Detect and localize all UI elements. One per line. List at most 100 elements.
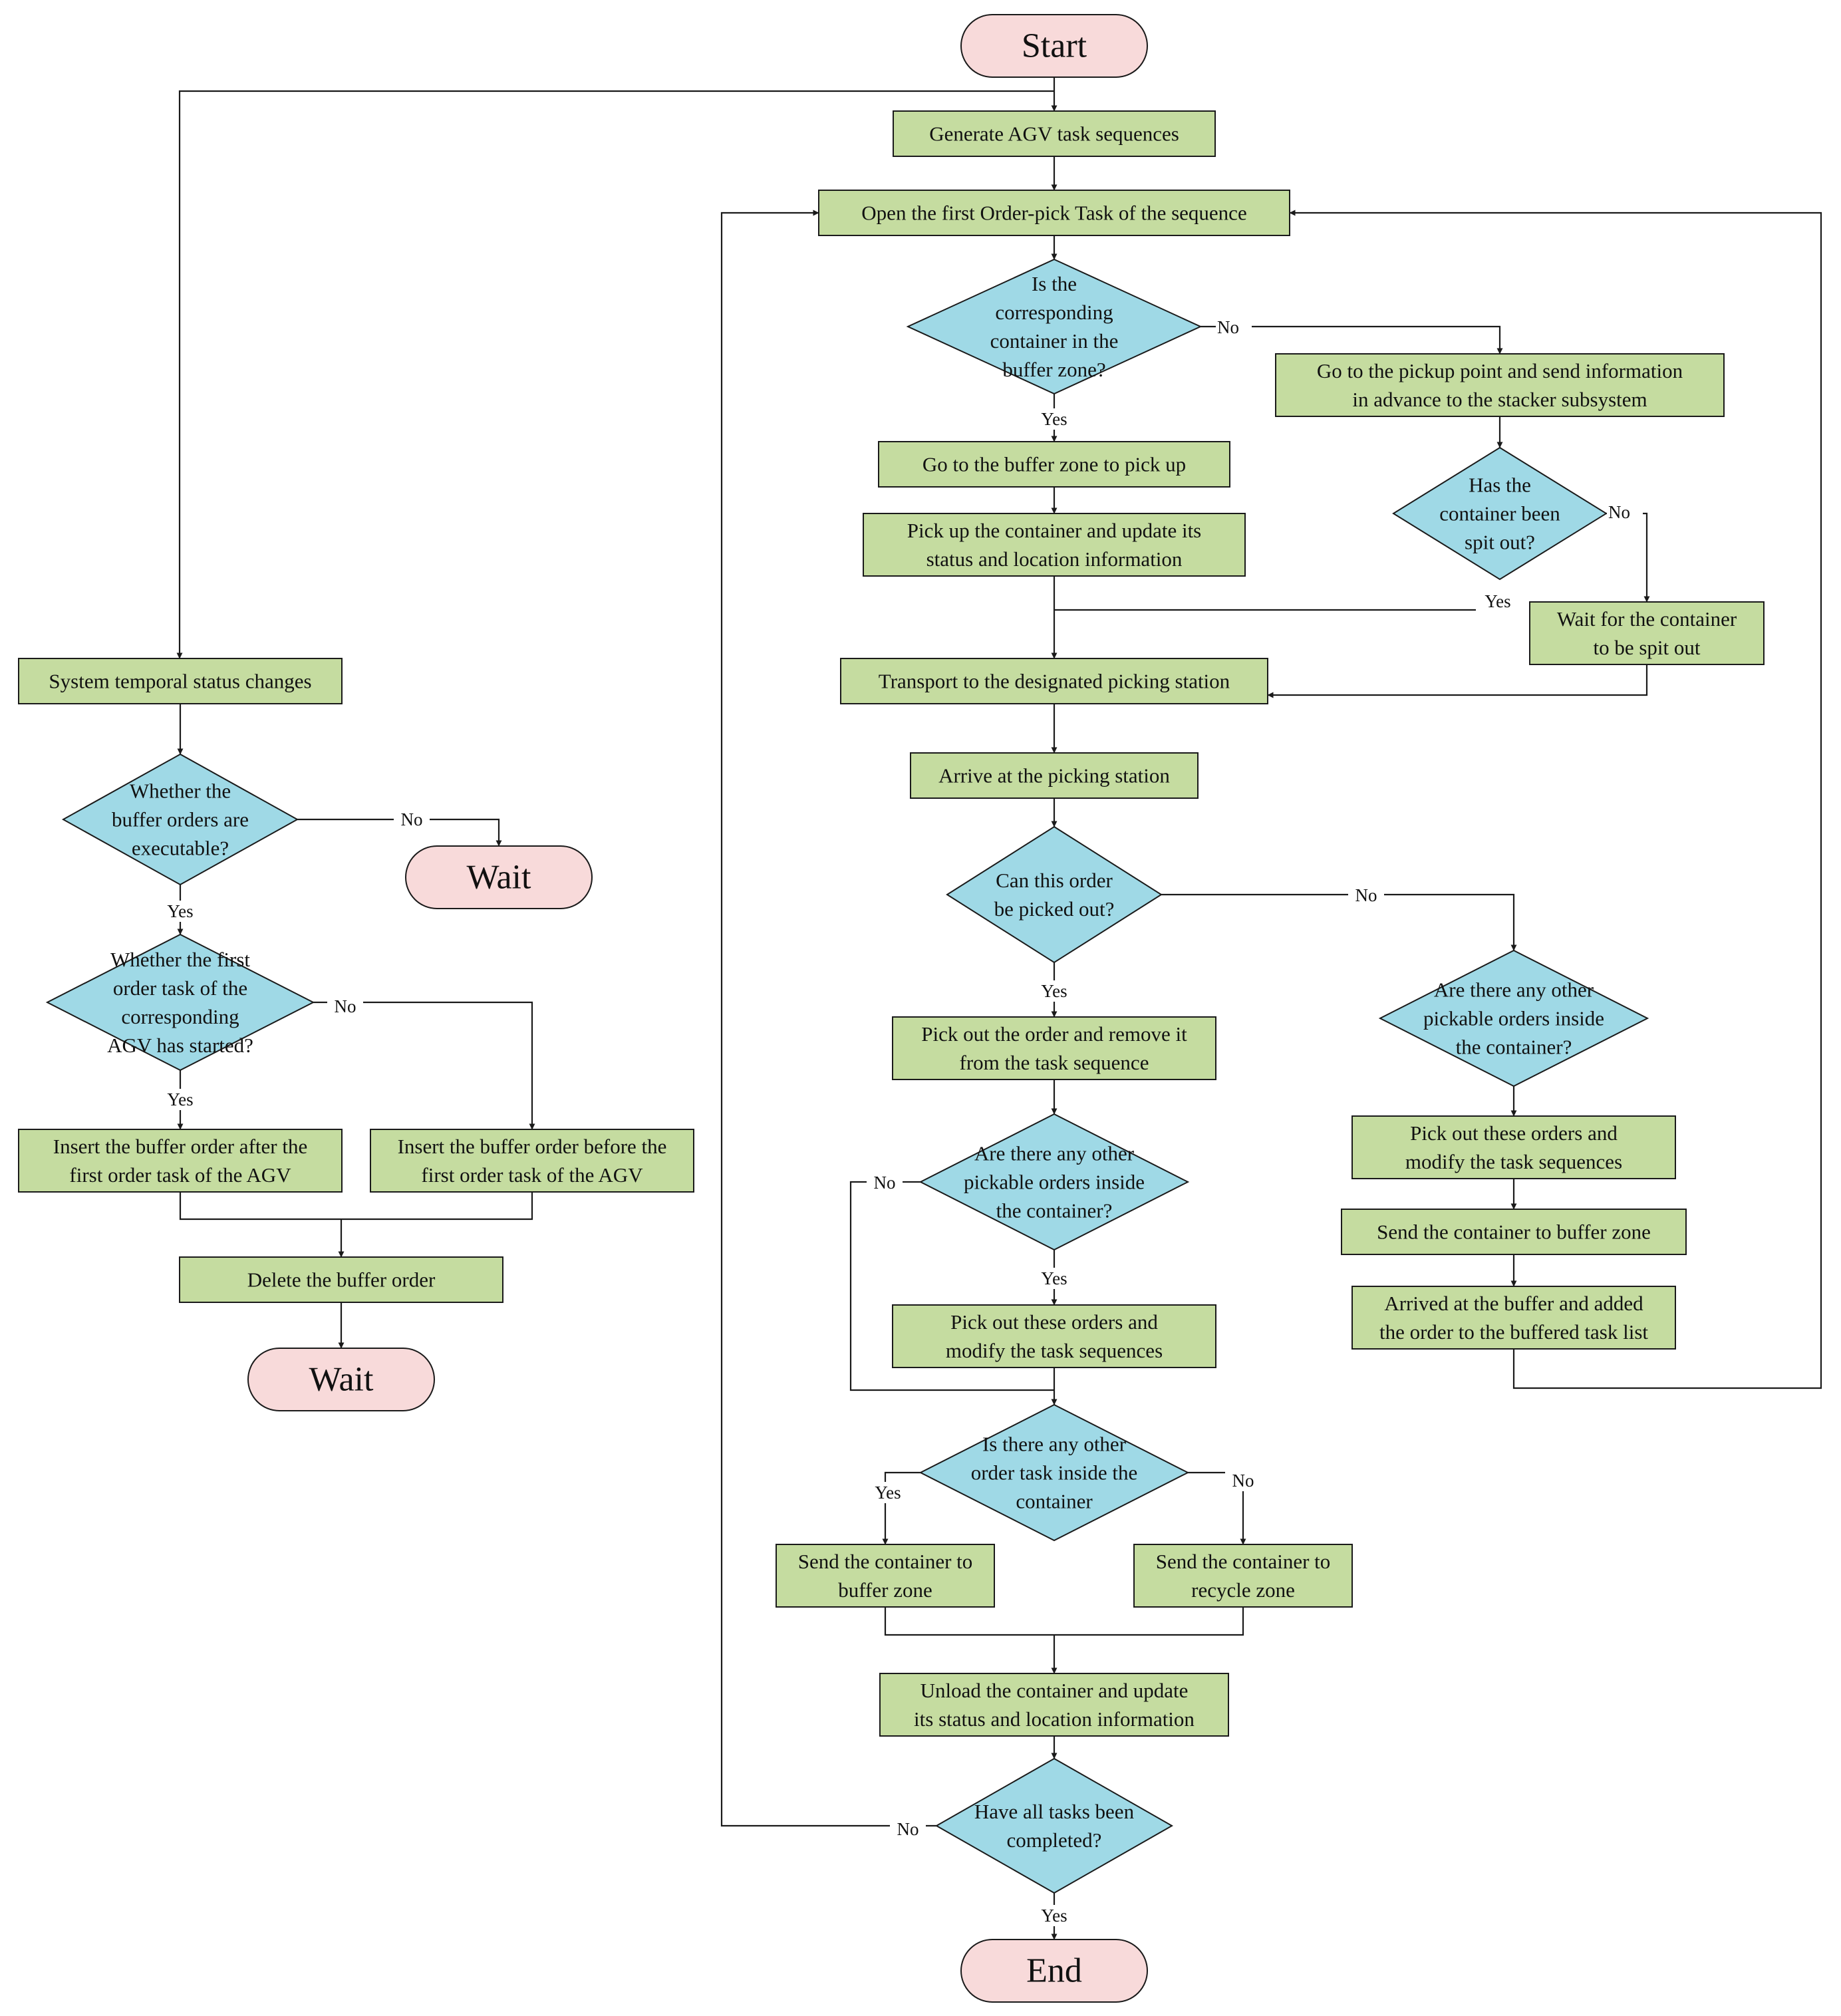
edge-label-other-left-yes: Yes bbox=[1041, 1268, 1067, 1288]
node-text-line: Wait for the container bbox=[1557, 607, 1737, 631]
d-first-started-decision: Whether the first order task of the corres… bbox=[45, 933, 315, 1072]
connectors bbox=[176, 77, 1822, 1940]
transport-step: Transport to the designated picking stat… bbox=[840, 658, 1268, 704]
edge-label-bg bbox=[394, 809, 430, 830]
node-text-line: pickable orders inside bbox=[1423, 1007, 1604, 1030]
node-text-line: the order to the buffered task list bbox=[1379, 1320, 1648, 1344]
decision-diamond bbox=[919, 1403, 1190, 1542]
edge-label-bg bbox=[1607, 502, 1643, 523]
node-text-line: order task of the bbox=[113, 976, 247, 1000]
node-text-line: be picked out? bbox=[994, 897, 1115, 921]
edge-label-first-started-no: No bbox=[335, 996, 356, 1016]
terminal-box bbox=[960, 1939, 1148, 2003]
process-box bbox=[1275, 353, 1725, 417]
pick-update-step: Pick up the container and update itsstat… bbox=[863, 513, 1246, 577]
process-box bbox=[18, 1129, 343, 1193]
node-text-line: Send the container to buffer zone bbox=[1377, 1221, 1651, 1244]
node-text-line: AGV has started? bbox=[107, 1034, 253, 1057]
send-buffer-right-step: Send the container to buffer zone bbox=[1341, 1209, 1687, 1255]
process-box bbox=[776, 1544, 995, 1608]
edge-label-bg bbox=[1036, 1905, 1072, 1926]
spit-no bbox=[1606, 512, 1650, 603]
wait-spit-to-transport bbox=[1267, 664, 1648, 698]
process-box bbox=[878, 441, 1230, 488]
node-text-line: Pick out the order and remove it bbox=[921, 1022, 1187, 1046]
decision-diamond bbox=[1378, 949, 1649, 1087]
node-text-line: Transport to the designated picking stat… bbox=[879, 670, 1230, 693]
wait-2-terminal: Wait bbox=[247, 1348, 435, 1411]
node-text-line: Send the container to bbox=[1156, 1550, 1331, 1573]
process-box bbox=[370, 1129, 694, 1193]
edge-label-all-done-no: No bbox=[897, 1819, 919, 1839]
node-text-line: pickable orders inside bbox=[964, 1171, 1145, 1194]
decision-diamond bbox=[61, 753, 299, 886]
edge-label-spit-yes: Yes bbox=[1485, 591, 1510, 611]
d-can-pick-decision: Can this order be picked out? bbox=[946, 825, 1163, 964]
node-text-line: Pick up the container and update its bbox=[907, 519, 1202, 542]
other-task-yes bbox=[882, 1471, 920, 1545]
edge-label-bg bbox=[1036, 980, 1072, 1002]
node-text-line: modify the task sequences bbox=[946, 1339, 1163, 1362]
decision-diamond bbox=[919, 1113, 1190, 1251]
edge-label-all-done-yes: Yes bbox=[1041, 1906, 1067, 1926]
terminal-box bbox=[960, 14, 1148, 78]
node-text-line: Can this order bbox=[996, 869, 1113, 892]
node-text-line: Wait bbox=[309, 1361, 374, 1399]
edge-label-bg bbox=[870, 1482, 906, 1503]
edge-label-bg bbox=[1036, 1268, 1072, 1289]
node-text-line: container bbox=[1016, 1490, 1093, 1513]
node-text-line: System temporal status changes bbox=[49, 670, 311, 693]
process-box bbox=[863, 513, 1246, 577]
node-text-line: order task inside the bbox=[971, 1461, 1138, 1485]
node-text-line: completed? bbox=[1007, 1828, 1102, 1852]
process-box bbox=[840, 658, 1268, 704]
can-pick-no bbox=[1161, 893, 1517, 951]
wait-1-terminal: Wait bbox=[405, 845, 593, 909]
node-text-line: Insert the buffer order before the bbox=[398, 1135, 667, 1158]
node-text-line: the container? bbox=[996, 1199, 1113, 1223]
edge-label-bg bbox=[890, 1818, 926, 1840]
edge-label-bg bbox=[327, 996, 363, 1017]
node-text-line: Whether the bbox=[130, 780, 231, 803]
node-text-line: first order task of the AGV bbox=[69, 1163, 291, 1187]
insert-before-step: Insert the buffer order before the first … bbox=[370, 1129, 694, 1193]
edge-label-bg bbox=[1225, 1470, 1261, 1491]
decision-diamond bbox=[934, 1757, 1174, 1894]
node-text-line: Unload the container and update bbox=[920, 1679, 1189, 1702]
node-text-line: its status and location information bbox=[914, 1707, 1195, 1731]
node-text-line: Have all tasks been bbox=[974, 1800, 1135, 1823]
end-terminal: End bbox=[960, 1939, 1148, 2003]
edge-label-in-buffer-no: No bbox=[1217, 317, 1239, 337]
process-box bbox=[892, 1016, 1216, 1080]
generate-step: Generate AGV task sequences bbox=[893, 110, 1216, 157]
edge-label-bg bbox=[867, 1172, 903, 1193]
go-buffer-step: Go to the buffer zone to pick up bbox=[878, 441, 1230, 488]
node-text-line: Wait bbox=[467, 859, 531, 897]
node-text-line: End bbox=[1026, 1952, 1082, 1990]
edge-label-bg bbox=[162, 1089, 198, 1110]
node-text-line: Is there any other bbox=[982, 1433, 1127, 1456]
edge-label-bg bbox=[1216, 317, 1252, 338]
node-text-line: buffer zone bbox=[838, 1578, 932, 1602]
in-buffer-no bbox=[1201, 325, 1503, 355]
edge-label-in-buffer-yes: Yes bbox=[1041, 409, 1067, 429]
node-text-line: corresponding bbox=[995, 301, 1113, 324]
edge-label-first-started-yes: Yes bbox=[167, 1089, 193, 1109]
pick-remove-step: Pick out the order and remove it from the… bbox=[892, 1016, 1216, 1080]
loop-to-system-status bbox=[176, 90, 1054, 659]
process-box bbox=[1529, 601, 1765, 665]
node-text-line: in advance to the stacker subsystem bbox=[1352, 388, 1647, 411]
node-text-line: first order task of the AGV bbox=[421, 1163, 643, 1187]
node-text-line: corresponding bbox=[121, 1005, 239, 1028]
node-text-line: Whether the first bbox=[110, 948, 250, 971]
node-text-line: from the task sequence bbox=[960, 1051, 1149, 1074]
